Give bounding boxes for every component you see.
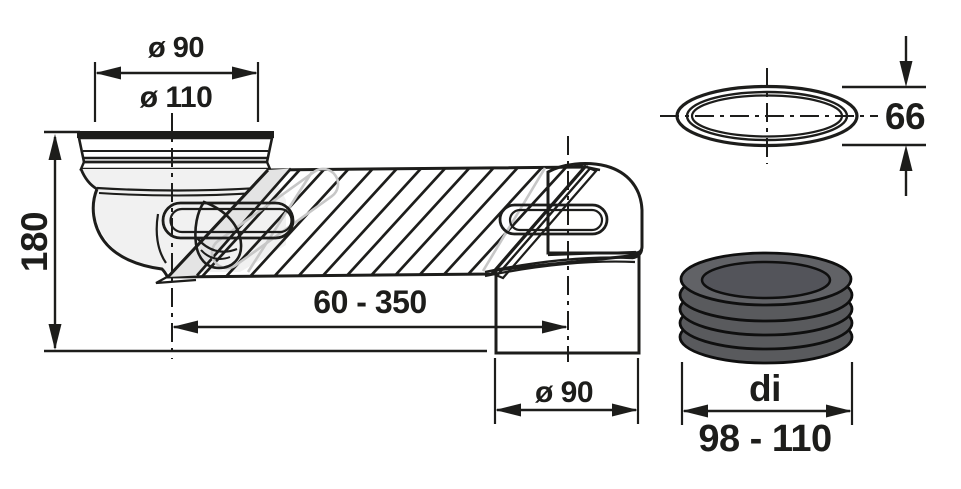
- rubber-gasket: [678, 251, 854, 365]
- left-inlet-socket: [77, 131, 286, 278]
- bowl-outline: [91, 188, 169, 278]
- bowl-front-lip-arc-2: [200, 249, 231, 260]
- arrowhead-up-icon: [899, 145, 913, 171]
- arrowhead-left-icon: [495, 403, 521, 417]
- elbow-hem-line-2: [484, 260, 636, 278]
- dimension-outlet: ø 90: [493, 358, 640, 424]
- oval-inner-ring: [690, 94, 844, 138]
- dim-label-extension-range: 60 - 350: [313, 284, 426, 320]
- arrowhead-right-icon: [612, 403, 638, 417]
- adjustment-slot-right-inner: [508, 208, 604, 232]
- bowl-inner-wall-line: [155, 213, 167, 264]
- arrowhead-right-icon: [826, 404, 852, 418]
- outlet-pipe: [494, 253, 641, 355]
- bowl-front-lip-arc-1: [196, 237, 238, 253]
- adjustment-slot-right: [498, 203, 609, 236]
- dimension-height: 180: [14, 130, 487, 353]
- dimension-oval-height: 66: [842, 36, 926, 196]
- sleeve-right-end-face-2: [495, 167, 598, 280]
- arrowhead-left-icon: [682, 404, 708, 418]
- dim-label-gasket-range: 98 - 110: [698, 418, 831, 460]
- bowl-left-shoulder: [79, 168, 98, 191]
- socket-rim: [79, 160, 272, 171]
- elbow-hem-line-1: [484, 249, 644, 274]
- dim-label-inlet-socket: ø 110: [140, 81, 213, 114]
- bowl-rim-line-1: [96, 186, 259, 192]
- sleeve-left-end-face: [168, 168, 291, 277]
- ghost-edge-right: [481, 167, 547, 272]
- arrowhead-up-icon: [48, 134, 62, 160]
- oval-cross-section: [675, 84, 859, 148]
- ghost-edge-left: [246, 171, 314, 273]
- sleeve-left-edge: [166, 168, 270, 279]
- sleeve-right-end-cap: [573, 163, 601, 172]
- bowl-rim-line-2: [98, 192, 257, 197]
- elbow-dome: [546, 162, 644, 255]
- arrowhead-left-icon: [172, 320, 198, 334]
- dim-label-oval-height: 66: [885, 96, 925, 137]
- oval-middle-ring: [685, 90, 849, 142]
- arrowhead-down-icon: [48, 324, 62, 350]
- dimension-inlet: ø 90 ø 110: [93, 32, 260, 122]
- corrugated-sleeve: [155, 163, 609, 285]
- dome-bottom-edge: [547, 250, 637, 257]
- sleeve-left-tip-face: [155, 276, 197, 285]
- arrowhead-down-icon: [899, 61, 913, 87]
- dim-label-gasket-symbol: di: [749, 368, 781, 409]
- arrowhead-right-icon: [232, 66, 258, 80]
- outlet-elbow: [484, 162, 644, 355]
- adjustment-slot-left: [161, 201, 295, 240]
- dimension-extension-range: 60 - 350: [172, 284, 568, 334]
- gasket-inner-bore: [700, 260, 832, 300]
- arrowhead-right-icon: [542, 320, 568, 334]
- centerlines: [171, 68, 878, 362]
- oval-outer-ring: [675, 84, 859, 148]
- dim-label-height: 180: [14, 212, 55, 272]
- arrowhead-left-icon: [95, 66, 121, 80]
- dim-label-outlet: ø 90: [535, 376, 593, 409]
- bowl-front-lip: [194, 200, 243, 270]
- dimension-gasket: di 98 - 110: [680, 362, 854, 460]
- adjustment-slot-left-inner: [169, 207, 293, 234]
- dim-label-inlet-pipe: ø 90: [148, 32, 204, 64]
